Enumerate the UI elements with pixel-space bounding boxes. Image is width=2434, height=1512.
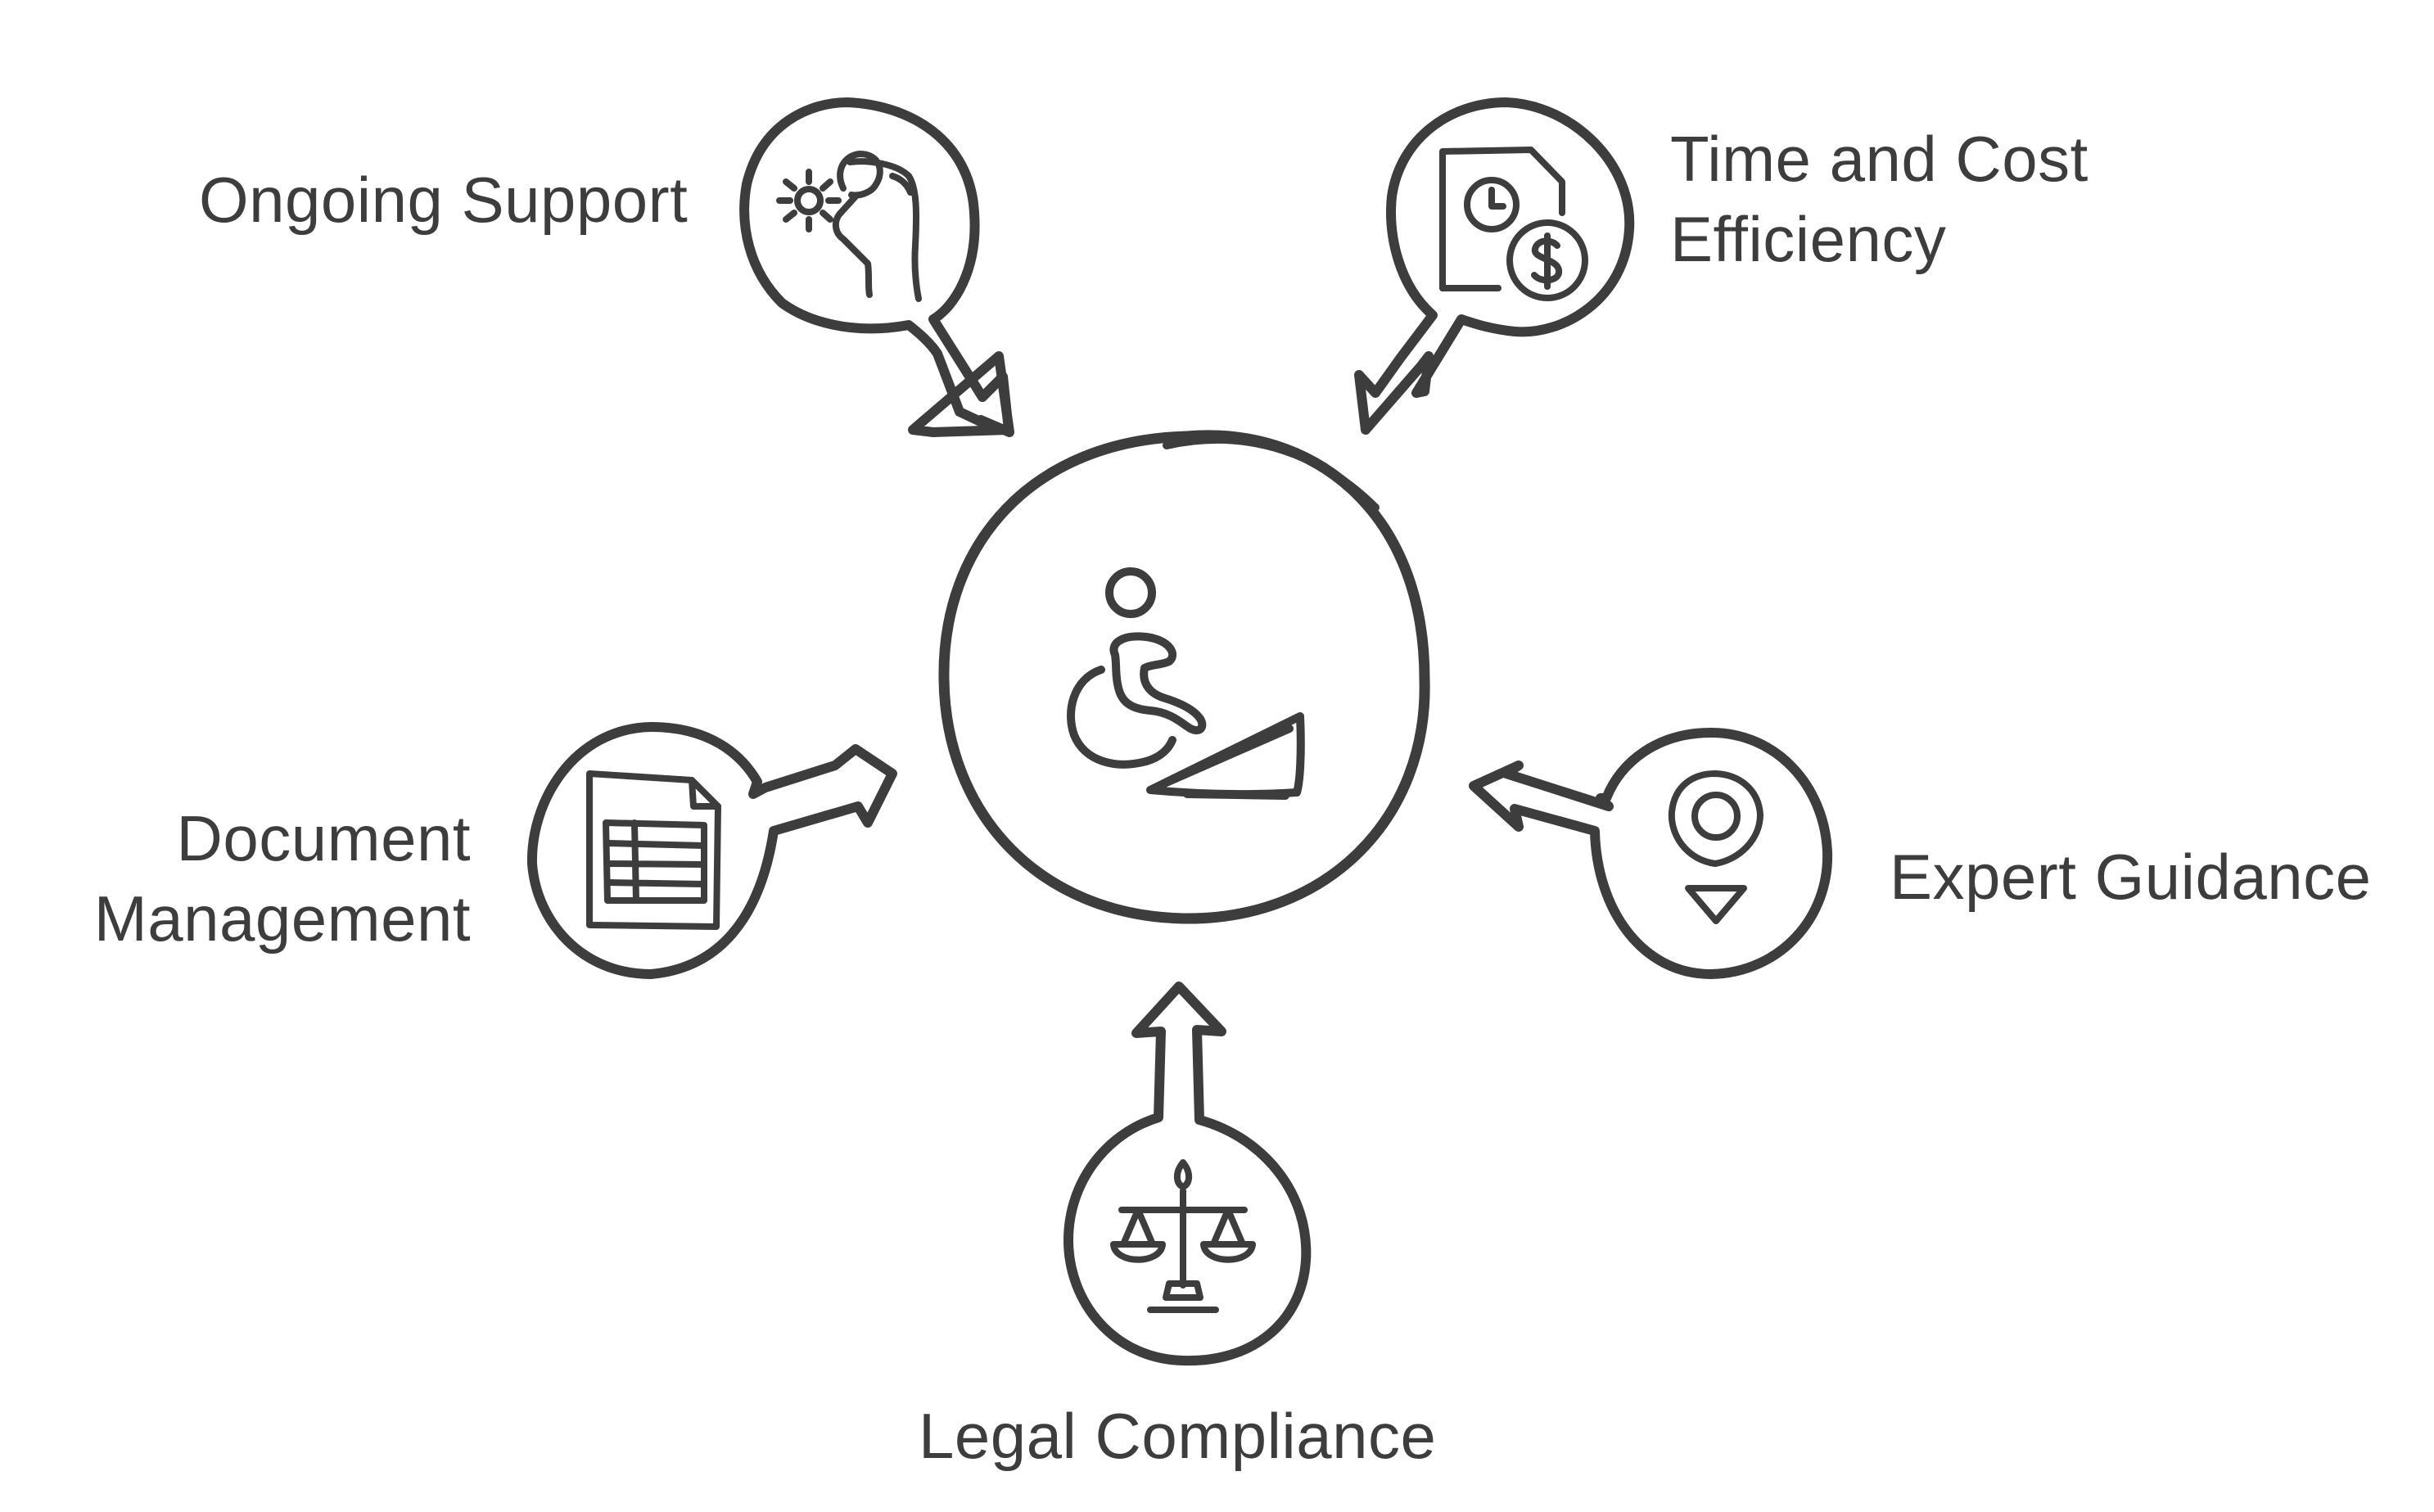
label-legal-compliance: Legal Compliance: [919, 1400, 1437, 1472]
node-legal-compliance: [1063, 982, 1312, 1366]
gear-hand-icon: [776, 151, 922, 302]
label-expert-guidance: Expert Guidance: [1890, 841, 2372, 913]
label-time-cost-line-1: Time and Cost: [1670, 123, 2089, 195]
node-time-cost: [1354, 97, 1635, 435]
center-node: [938, 430, 1430, 924]
node-ongoing-support: [739, 97, 1014, 437]
spreadsheet-document-icon: [586, 770, 721, 930]
location-pin-icon: [1668, 770, 1763, 924]
clock-dollar-document-icon: [1439, 147, 1588, 301]
node-document-management: [526, 722, 897, 979]
wheelchair-ramp-icon: [1067, 567, 1305, 800]
label-time-cost-line-2: Efficiency: [1670, 203, 1947, 275]
label-document-management: Document Management: [94, 798, 471, 959]
node-expert-guidance: [1469, 728, 1833, 979]
label-time-cost: Time and Cost Efficiency: [1670, 119, 2089, 279]
label-document-management-line-2: Management: [93, 882, 471, 955]
label-document-management-line-1: Document: [176, 802, 471, 874]
label-ongoing-support: Ongoing Support: [199, 164, 689, 236]
scales-of-justice-icon: [1110, 1159, 1256, 1313]
